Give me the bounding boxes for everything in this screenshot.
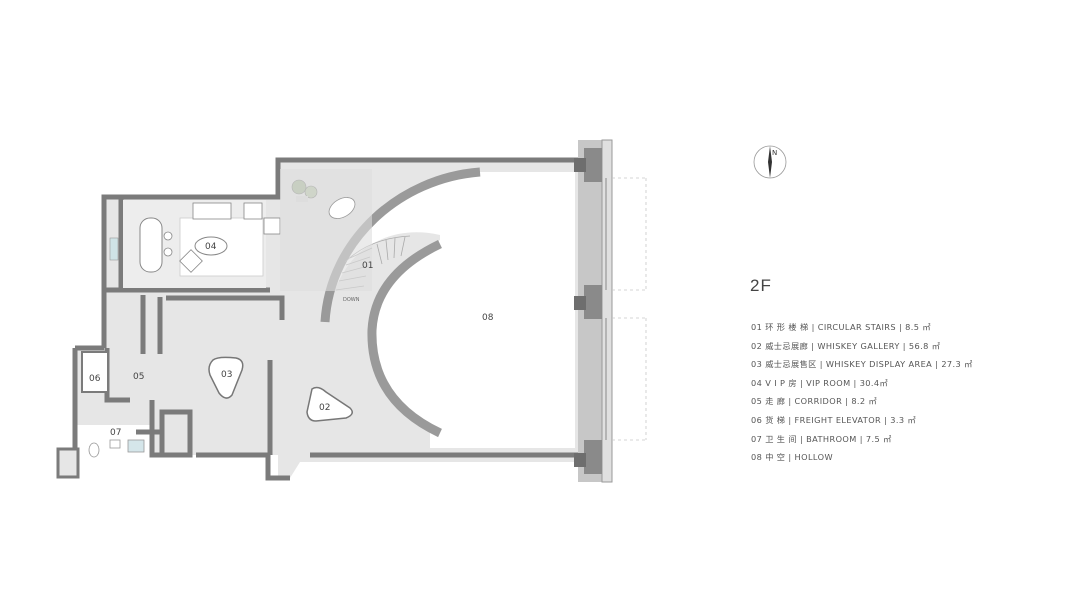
room-label-03: 03 — [221, 370, 232, 380]
room-label-06: 06 — [89, 374, 101, 384]
compass-letter: N — [772, 149, 777, 157]
legend-item: 05 走 廊 | CORRIDOR | 8.2 ㎡ — [751, 396, 878, 407]
legend-item: 04 V I P 房 | VIP ROOM | 30.4㎡ — [751, 377, 889, 388]
north-arrow-icon: N — [753, 145, 787, 179]
room-label-08: 08 — [482, 313, 494, 323]
stair-direction-note: DOWN — [343, 297, 360, 303]
curved-wall — [320, 167, 481, 323]
display-island-03 — [208, 356, 244, 399]
lobby-area — [280, 169, 372, 291]
elevator-box — [81, 351, 109, 393]
curved-wall-inner — [367, 239, 442, 438]
lobby-table — [328, 197, 356, 219]
legend-item: 02 威士忌展廊 | WHISKEY GALLERY | 56.8 ㎡ — [751, 340, 941, 351]
room-label-02: 02 — [319, 403, 330, 413]
small-shaft — [56, 447, 80, 479]
room-label-04: 04 — [205, 242, 217, 252]
room-label-07: 07 — [110, 428, 121, 438]
facade — [574, 139, 647, 483]
room-label-01: 01 — [362, 261, 373, 271]
display-island-02 — [306, 386, 353, 422]
legend-item: 03 威士忌展售区 | WHISKEY DISPLAY AREA | 27.3 … — [751, 359, 973, 370]
room-label-05: 05 — [133, 372, 144, 382]
vip-furniture — [109, 200, 281, 288]
legend-item: 01 环 形 楼 梯 | CIRCULAR STAIRS | 8.5 ㎡ — [751, 322, 931, 332]
bathroom-fixtures — [88, 439, 145, 458]
legend-item: 08 中 空 | HOLLOW — [751, 452, 833, 463]
room-legend: 01 环 形 楼 梯 | CIRCULAR STAIRS | 8.5 ㎡ 02 … — [751, 318, 1071, 467]
legend-item: 06 货 梯 | FREIGHT ELEVATOR | 3.3 ㎡ — [751, 414, 917, 425]
walls — [72, 157, 578, 481]
legend-item: 07 卫 生 间 | BATHROOM | 7.5 ㎡ — [751, 433, 892, 444]
hollow-void — [325, 172, 575, 448]
floor-title: 2F — [750, 276, 772, 295]
